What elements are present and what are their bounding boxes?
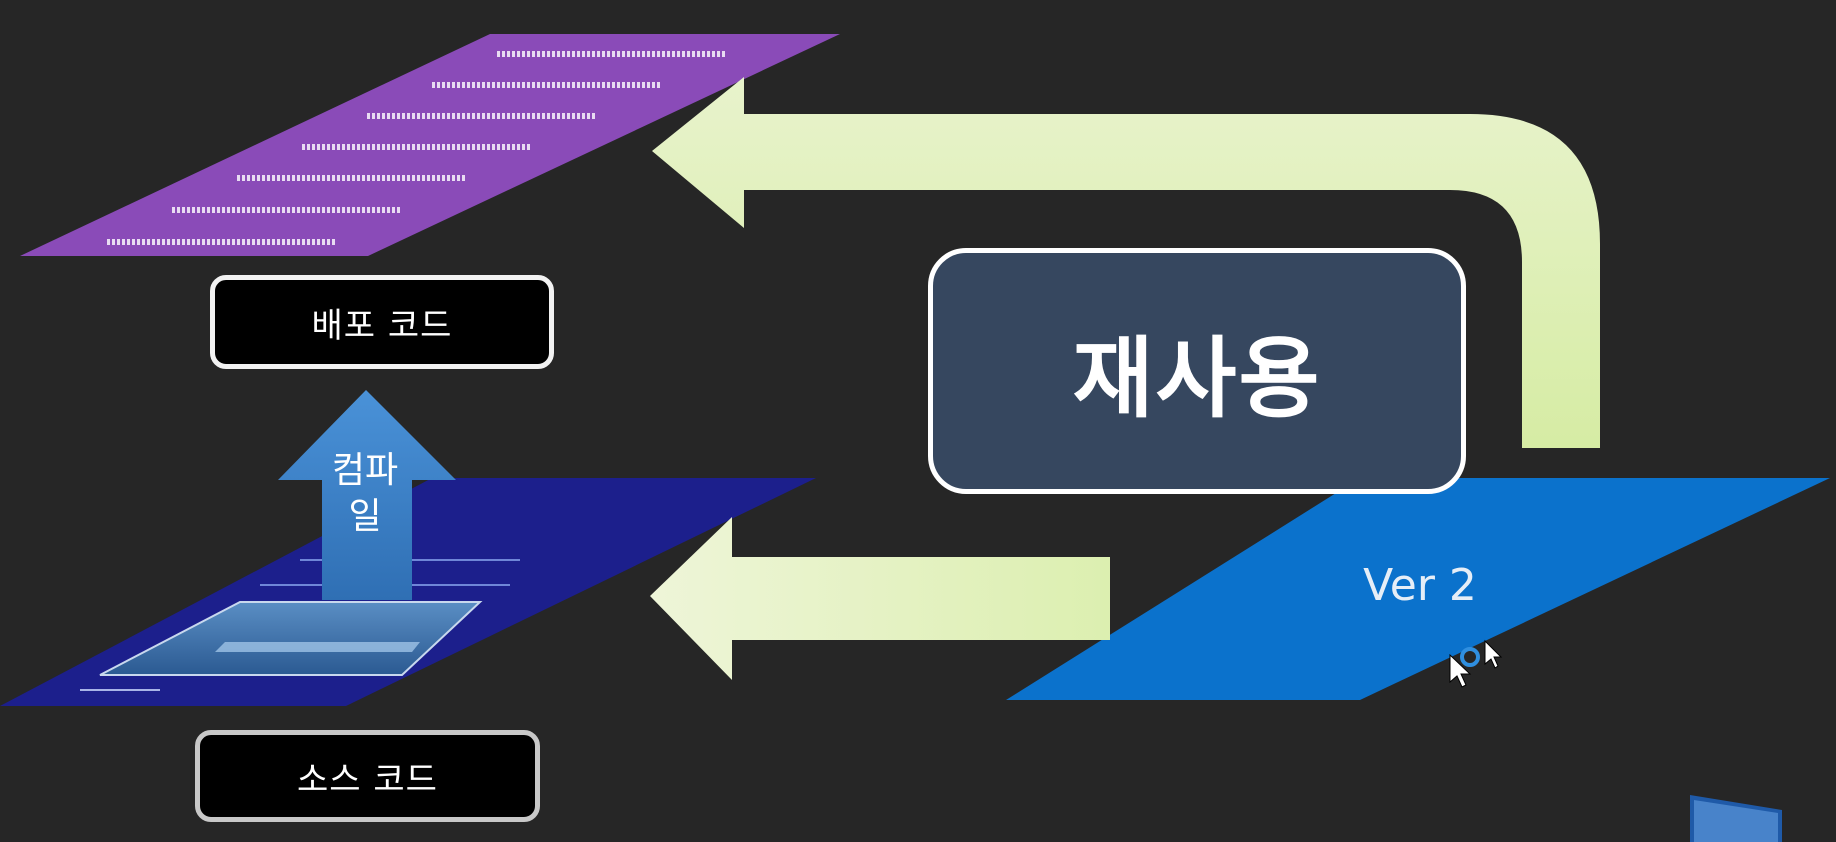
- compile-arrow: [278, 390, 456, 600]
- version-label: Ver 2: [1363, 560, 1477, 611]
- corner-logo-icon: [1690, 795, 1782, 842]
- mouse-cursor-icon: [1449, 639, 1503, 688]
- version-layer: [1006, 478, 1830, 700]
- deploy-code-lines: [107, 51, 727, 245]
- reuse-label: 재사용: [928, 248, 1466, 494]
- deploy-code-label: 배포 코드: [210, 275, 554, 369]
- reuse-arrow-top: [652, 77, 1600, 448]
- compile-label: 컴파일: [331, 450, 399, 537]
- reuse-arrow-bottom: [650, 517, 1110, 680]
- source-code-label: 소스 코드: [195, 730, 540, 822]
